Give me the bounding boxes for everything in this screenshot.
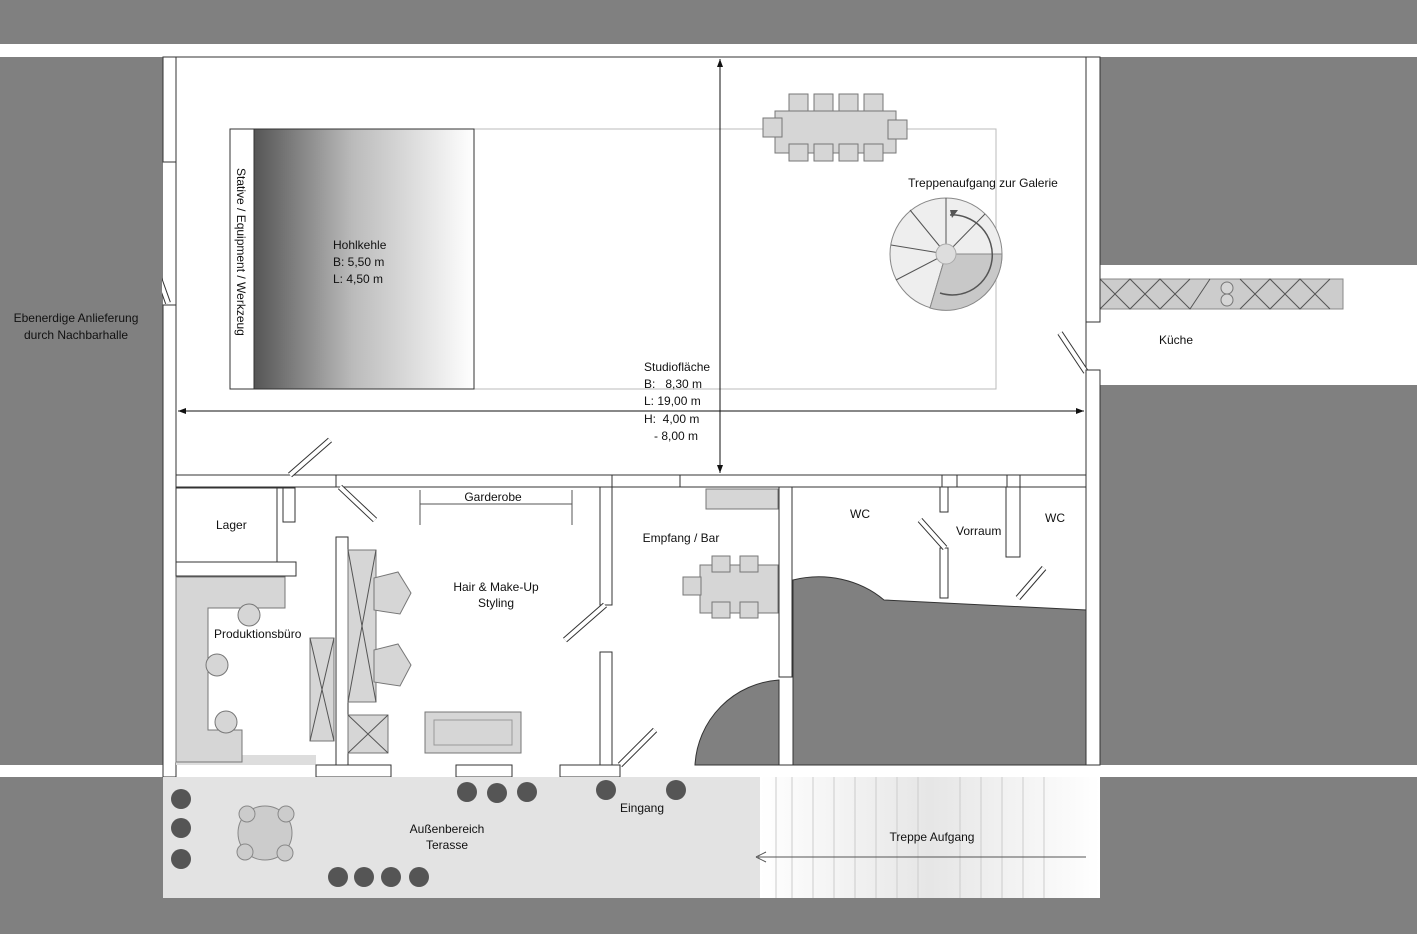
outside-left (0, 57, 162, 765)
plants (171, 780, 686, 887)
outside-right-upper (1100, 57, 1417, 265)
delivery-label-1: Ebenerdige Anlieferung (14, 311, 139, 325)
stair-steps (775, 777, 1045, 898)
wc-label-1: WC (850, 507, 870, 521)
studio-length: L: 19,00 m (644, 394, 701, 408)
studio-height-2: - 8,00 m (644, 429, 698, 443)
stairs-label: Treppe Aufgang (890, 830, 975, 844)
makeup-label-2: Styling (478, 596, 514, 610)
studio-height: H: 4,00 m (644, 412, 699, 426)
outdoor-stairs (760, 777, 1100, 898)
anteroom-label: Vorraum (956, 524, 1001, 538)
reception-label: Empfang / Bar (643, 531, 720, 545)
conference-table (762, 93, 908, 162)
spiral-staircase (889, 197, 1003, 311)
right-wall (1085, 56, 1101, 323)
outdoor-table (236, 805, 295, 862)
entrance-label: Eingang (620, 801, 664, 815)
office-label: Produktionsbüro (214, 627, 302, 641)
cove-title: Hohlkehle (333, 238, 387, 252)
cyclorama-cove (253, 128, 475, 390)
equipment-strip (229, 128, 255, 390)
wc-label-2: WC (1045, 511, 1065, 525)
studio-title: Studiofläche (644, 360, 710, 374)
kitchen-counter (1099, 278, 1344, 310)
inaccessible-area (694, 576, 1087, 766)
left-wall-lower (162, 304, 177, 778)
bar-shelf (705, 488, 779, 510)
delivery-label-2: durch Nachbarhalle (24, 328, 128, 342)
outdoor-label-2: Terasse (426, 838, 468, 852)
equipment-label: Stative / Equipment / Werkzeug (234, 168, 248, 336)
studio-width: B: 8,30 m (644, 377, 702, 391)
office-desk (175, 576, 286, 763)
kitchen-label: Küche (1159, 333, 1193, 347)
cove-width: B: 5,50 m (333, 255, 384, 269)
sofa (424, 711, 522, 754)
wardrobe-label: Garderobe (464, 490, 522, 504)
top-wall-strip (0, 44, 1417, 57)
cove-length: L: 4,50 m (333, 272, 383, 286)
bar-table (682, 555, 779, 619)
makeup-label-1: Hair & Make-Up (453, 580, 539, 594)
bottom-wall-strip (0, 765, 1417, 777)
left-wall-upper (162, 56, 177, 163)
interior-walls (175, 437, 1087, 778)
storage-label: Lager (216, 518, 247, 532)
outside-right-lower (1100, 385, 1417, 765)
outdoor-label-1: Außenbereich (410, 822, 485, 836)
staircase-label: Treppenaufgang zur Galerie (908, 176, 1058, 190)
